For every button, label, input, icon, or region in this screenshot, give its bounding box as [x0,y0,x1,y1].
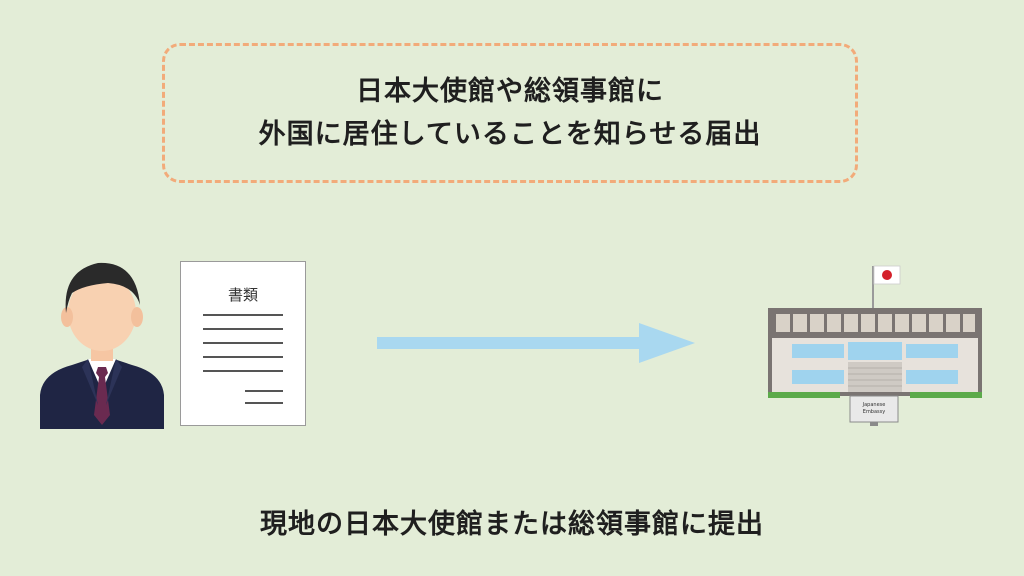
document-icon: 書類 [180,261,306,426]
document-rule [245,390,283,392]
japan-flag-icon [873,265,901,285]
callout-line-1: 日本大使館や総領事館に [356,75,664,107]
embassy-building-icon: Japanese Embassy [768,265,982,426]
document-rule [203,314,283,316]
caption: 現地の日本大使館または総領事館に提出 [260,509,764,540]
callout-line-2: 外国に居住していることを知らせる届出 [258,119,762,150]
person-icon [40,262,164,429]
arrow-icon [377,323,695,363]
document-title: 書類 [227,286,258,304]
svg-text:Embassy: Embassy [863,409,885,415]
svg-text:Japanese: Japanese [862,402,886,408]
document-rule [203,356,283,358]
document-rule [203,328,283,330]
document-rule [203,342,283,344]
document-rule [245,402,283,404]
flag-pole [872,266,874,310]
definition-callout: 日本大使館や総領事館に 外国に居住していることを知らせる届出 [162,43,858,183]
document-rule [203,370,283,372]
